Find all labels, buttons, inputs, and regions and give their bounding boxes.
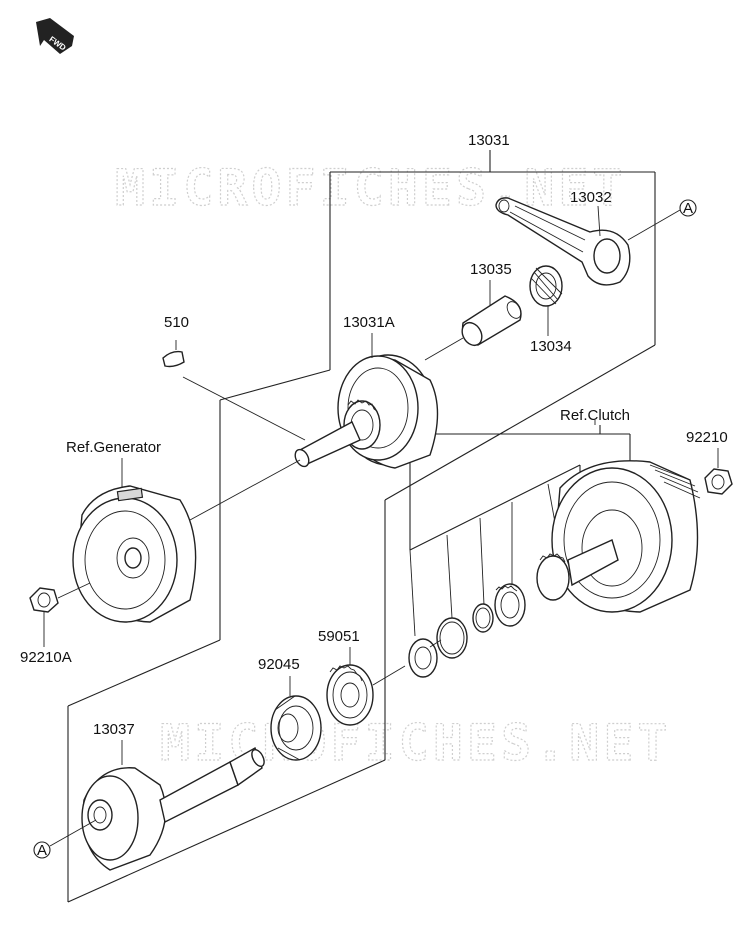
label-13034: 13034 (530, 338, 572, 355)
label-13037: 13037 (93, 721, 135, 738)
label-ref-generator: Ref.Generator (66, 439, 161, 456)
clutch-assembly (536, 460, 701, 613)
label-leader-lines (121, 205, 601, 488)
nut-92210 (704, 448, 733, 495)
watermark-top: MICROFICHES.NET (115, 159, 627, 217)
crankshaft-right-13031A (294, 337, 464, 469)
needle-bearing-13034 (529, 265, 563, 307)
label-510: 510 (164, 314, 189, 331)
nut-92210A (29, 582, 91, 647)
marker-a-bottom-label: A (37, 842, 47, 859)
label-92210: 92210 (686, 429, 728, 446)
reference-marker-a-bottom: A (33, 819, 97, 859)
clutch-small-parts (408, 583, 526, 678)
label-13035: 13035 (470, 261, 512, 278)
reference-marker-a-top: A (627, 199, 697, 241)
gear-59051 (326, 647, 406, 726)
label-ref-clutch: Ref.Clutch (560, 407, 630, 424)
label-13031: 13031 (468, 132, 510, 149)
label-92045: 92045 (258, 656, 300, 673)
label-13032: 13032 (570, 189, 612, 206)
generator-rotor (72, 459, 301, 623)
label-13031A: 13031A (343, 314, 395, 331)
marker-a-top-label: A (683, 200, 693, 217)
woodruff-key-510 (162, 340, 306, 441)
label-59051: 59051 (318, 628, 360, 645)
label-92210A: 92210A (20, 649, 72, 666)
fwd-arrow-icon: FWD (36, 18, 74, 54)
connecting-rod-13032 (495, 197, 631, 286)
crank-pin-13035 (461, 295, 522, 347)
assembly-bracket-lines (67, 150, 656, 903)
ball-bearing-92045 (270, 676, 322, 761)
crankshaft-left-13037 (81, 740, 265, 871)
